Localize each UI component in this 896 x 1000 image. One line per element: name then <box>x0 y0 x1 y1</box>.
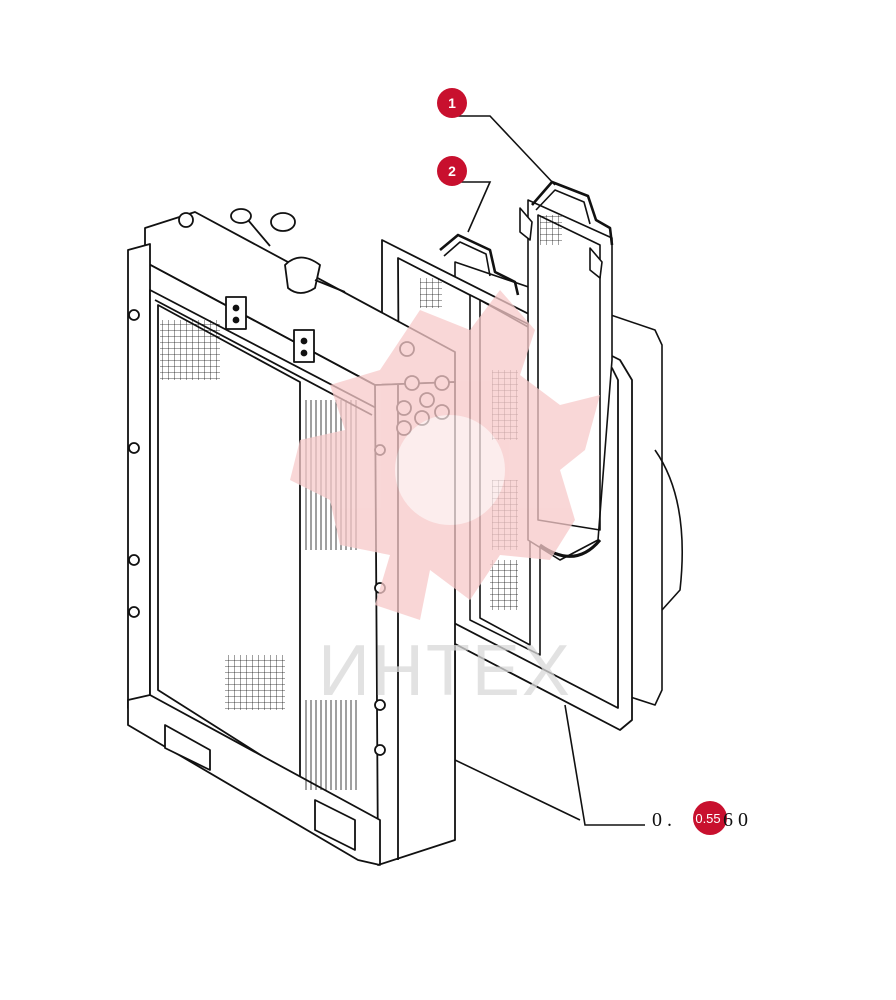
reference-prefix: 0 . <box>652 809 672 831</box>
reference-number[interactable]: 0 . 0.55 6 0 <box>652 801 748 835</box>
watermark-text: ИНТЕХ <box>318 631 572 711</box>
leader-lines <box>452 115 645 826</box>
watermark-gear-icon <box>290 290 600 620</box>
reference-suffix: 6 0 <box>723 809 748 831</box>
reference-badge-bg <box>693 801 727 835</box>
callout-1-label: 1 <box>448 95 456 111</box>
callout-2[interactable]: 2 <box>437 156 467 186</box>
callout-1[interactable]: 1 <box>437 88 467 118</box>
watermark: ИНТЕХ <box>290 290 600 711</box>
callout-2-label: 2 <box>448 163 456 179</box>
reference-badge: 0.55 <box>695 811 720 826</box>
